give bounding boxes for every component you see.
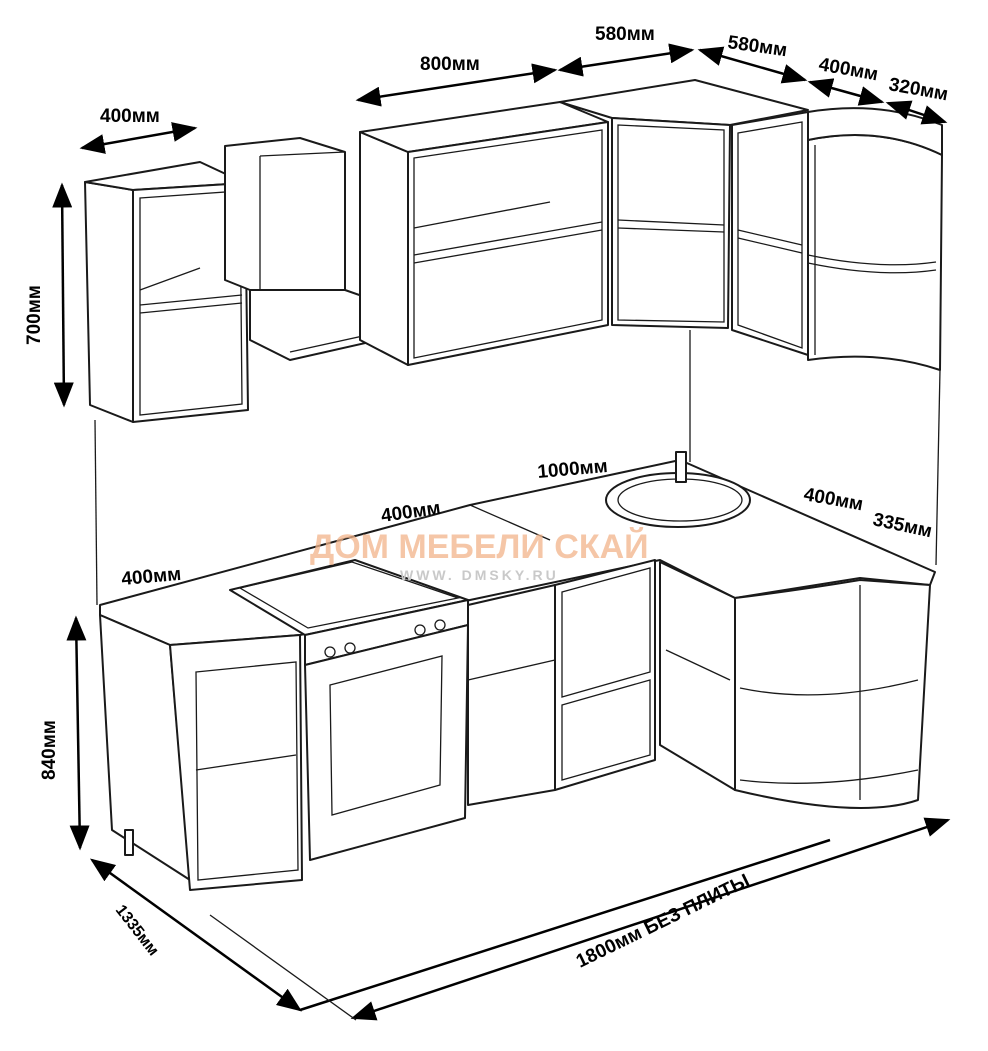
upper-end-shelf — [807, 107, 943, 371]
label-base-height: 840мм — [39, 720, 60, 780]
label-upper-corner-right: 580мм — [726, 32, 788, 61]
label-front-length: 1800мм БЕЗ ПЛИТЫ — [573, 870, 753, 972]
upper-corner-cabinet — [559, 79, 809, 329]
watermark: ДОМ МЕБЕЛИ СКАЙ WWW. DMSKY.RU — [310, 527, 649, 583]
base-middle-cabinets — [467, 559, 656, 806]
watermark-name: ДОМ МЕБЕЛИ СКАЙ — [310, 527, 649, 566]
label-counter-right-width: 400мм — [802, 484, 865, 515]
label-upper-end-width: 320мм — [887, 74, 950, 105]
label-upper-right-width: 400мм — [817, 54, 880, 85]
label-counter-end-width: 335мм — [871, 509, 934, 542]
dimension-lines — [52, 43, 951, 1021]
watermark-url: WWW. DMSKY.RU — [400, 567, 559, 583]
label-upper-left-width: 400мм — [100, 106, 160, 127]
label-side-length: 1335мм — [112, 902, 162, 959]
upper-right-cabinet — [731, 111, 809, 356]
upper-left-cabinet — [84, 161, 249, 423]
label-counter-left-width: 400мм — [121, 564, 182, 590]
gas-stove — [229, 559, 469, 861]
label-upper-middle-width: 800мм — [420, 54, 480, 75]
base-right-cabinet — [659, 561, 931, 809]
walls — [94, 330, 941, 606]
upper-middle-cabinet — [359, 101, 609, 366]
base-left-cabinet — [99, 614, 303, 891]
label-upper-corner-left: 580мм — [595, 24, 655, 45]
label-upper-height: 700мм — [24, 285, 45, 345]
